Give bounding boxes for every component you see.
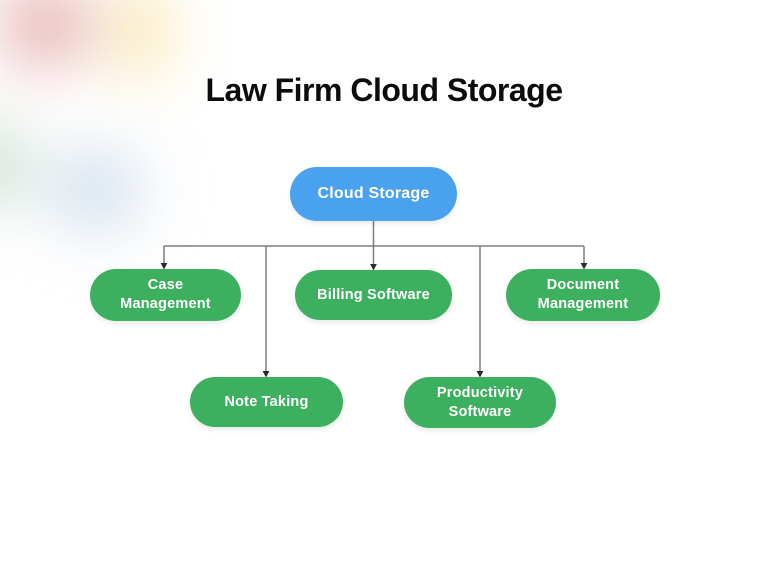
- node-label: Note Taking: [224, 393, 309, 410]
- gradient-blob: [0, 0, 250, 310]
- node-note-taking: Note Taking: [190, 377, 343, 427]
- node-label: Billing Software: [317, 286, 430, 303]
- node-label: Case Management: [120, 277, 211, 312]
- node-case-management: Case Management: [90, 269, 241, 321]
- node-label: Productivity Software: [436, 384, 524, 420]
- node-billing-software: Billing Software: [295, 270, 452, 320]
- page-title: Law Firm Cloud Storage: [205, 72, 563, 108]
- node-productivity-software: Productivity Software: [404, 377, 556, 428]
- node-cloud-storage: Cloud Storage: [290, 167, 457, 221]
- node-label: Cloud Storage: [317, 185, 430, 202]
- node-label: Document Management: [537, 277, 629, 312]
- node-document-management: Document Management: [506, 269, 660, 321]
